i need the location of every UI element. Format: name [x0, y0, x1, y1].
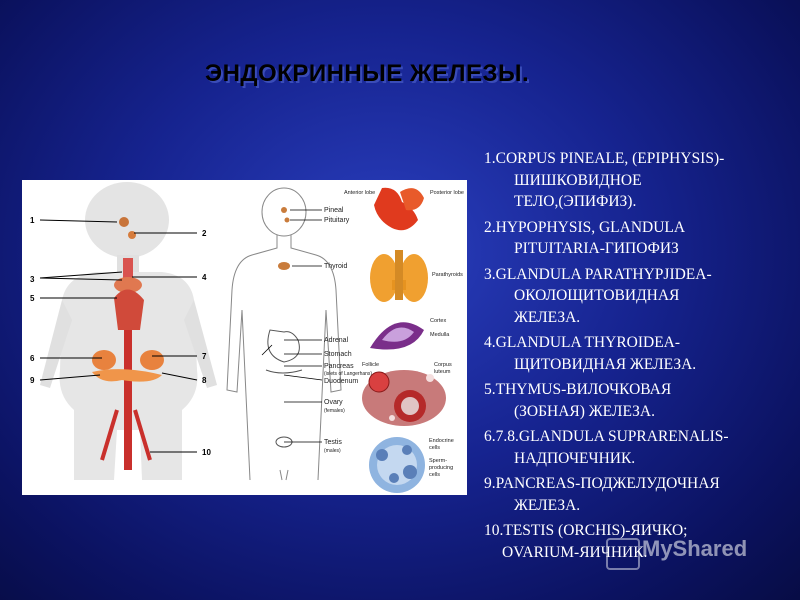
gland-list: 1.CORPUS PINEALE, (EPIPHYSIS)- ШИШКОВИДН… — [484, 148, 784, 567]
gland-item-4-line: 4.GLANDULA THYROIDEA- — [484, 334, 681, 351]
gland-item-1-cont-2: ТЕЛО,(ЭПИФИЗ). — [514, 193, 637, 210]
label-males: (males) — [324, 448, 341, 454]
label-pancreas: Pancreas — [324, 363, 354, 370]
gland-item-4-cont-1: ЩИТОВИДНАЯ ЖЕЛЕЗА. — [514, 355, 697, 373]
label-endocrine: Endocrine — [429, 438, 454, 444]
figure-number-6: 6 — [30, 354, 35, 363]
label-sperm: Sperm- — [429, 458, 447, 464]
gland-item-7-cont-1: ЖЕЛЕЗА. — [514, 496, 581, 514]
gland-item-8: 10.TESTIS (ORCHIS)-ЯИЧКО; OVARIUM-ЯИЧНИК… — [484, 520, 784, 563]
label-ovary: Ovary — [324, 399, 343, 406]
figure-number-5: 5 — [30, 294, 35, 303]
gland-item-2-cont-1: PITUITARIA-ГИПОФИЗ — [514, 240, 679, 257]
label-duodenum: Duodenum — [324, 378, 358, 385]
slide-title: ЭНДОКРИННЫЕ ЖЕЛЕЗЫ. — [205, 60, 530, 87]
label-follicle: Follicle — [362, 362, 379, 368]
gland-item-1-cont-1: ШИШКОВИДНОЕ — [514, 171, 642, 189]
label-testis: Testis — [324, 439, 342, 446]
gland-item-7: 9.PANCREAS-ПОДЖЕЛУДОЧНАЯ ЖЕЛЕЗА. — [484, 473, 784, 516]
outline-body-figure — [226, 187, 342, 481]
figure-number-9: 9 — [30, 376, 35, 385]
figure-number-10: 10 — [202, 448, 211, 457]
label-thyroid: Thyroid — [324, 263, 347, 270]
label-anterior-lobe: Anterior lobe — [344, 190, 375, 196]
gland-item-6-line: 6.7.8.GLANDULA SUPRARENALIS- — [484, 428, 729, 445]
label-islets: (islets of Langerhans) — [324, 371, 372, 377]
gland-item-3: 3.GLANDULA PARATHYPJIDEA- ОКОЛОЩИТОВИДНА… — [484, 264, 784, 329]
label-producing: producing — [429, 465, 453, 471]
gland-item-2-line: 2.HYPOPHYSIS, GLANDULA — [484, 218, 686, 236]
figure-number-2: 2 — [202, 229, 207, 238]
label-adrenal: Adrenal — [324, 337, 349, 344]
endocrine-glands-illustration: 1 2 3 4 5 6 7 8 9 10 — [22, 180, 467, 495]
gland-item-6: 6.7.8.GLANDULA SUPRARENALIS- НАДПОЧЕЧНИК… — [484, 426, 784, 469]
gland-item-3-cont-1: ОКОЛОЩИТОВИДНАЯ — [514, 287, 680, 304]
figure-number-4: 4 — [202, 273, 207, 282]
gland-item-2: 2.HYPOPHYSIS, GLANDULA PITUITARIA-ГИПОФИ… — [484, 217, 784, 260]
label-luteum: luteum — [434, 369, 451, 375]
label-corpus: Corpus — [434, 362, 452, 368]
gland-item-8-cont-1: OVARIUM-ЯИЧНИК. — [502, 543, 648, 561]
gland-item-5: 5.THYMUS-ВИЛОЧКОВАЯ (ЗОБНАЯ) ЖЕЛЕЗА. — [484, 379, 784, 422]
gland-item-5-line: 5.THYMUS-ВИЛОЧКОВАЯ — [484, 381, 672, 398]
gland-item-7-line: 9.PANCREAS-ПОДЖЕЛУДОЧНАЯ — [484, 475, 720, 492]
label-stomach: Stomach — [324, 351, 352, 358]
label-producing-cells: cells — [429, 472, 440, 478]
testis-section-image — [369, 437, 425, 493]
gland-item-4: 4.GLANDULA THYROIDEA- ЩИТОВИДНАЯ ЖЕЛЕЗА. — [484, 332, 784, 375]
child-body-figure — [40, 182, 217, 480]
figure-number-3: 3 — [30, 275, 35, 284]
gland-item-3-line: 3.GLANDULA PARATHYPJIDEA- — [484, 265, 712, 283]
gland-item-1-line: 1.CORPUS PINEALE, (EPIPHYSIS)- — [484, 150, 725, 167]
label-cortex: Cortex — [430, 318, 446, 324]
figure-number-1: 1 — [30, 216, 35, 225]
label-pineal: Pineal — [324, 207, 344, 214]
label-pituitary: Pituitary — [324, 217, 350, 224]
label-endocrine-cells: cells — [429, 445, 440, 451]
label-parathyroids: Parathyroids — [432, 272, 463, 278]
label-medulla: Medulla — [430, 332, 450, 338]
watermark-text: MyShared — [642, 536, 748, 561]
thyroid-gland-image — [370, 250, 428, 302]
figure-number-8: 8 — [202, 376, 207, 385]
gland-item-3-cont-2: ЖЕЛЕЗА. — [514, 308, 581, 326]
ovary-image — [362, 370, 446, 426]
label-females: (females) — [324, 408, 345, 414]
watermark-logo-icon — [606, 538, 640, 570]
gland-item-8-line: 10.TESTIS (ORCHIS)-ЯИЧКО; — [484, 522, 688, 539]
watermark: MyShared — [604, 536, 747, 562]
label-posterior-lobe: Posterior lobe — [430, 190, 464, 196]
pituitary-gland-image — [374, 187, 424, 231]
gland-item-5-cont-1: (ЗОБНАЯ) ЖЕЛЕЗА. — [514, 402, 655, 420]
gland-item-1: 1.CORPUS PINEALE, (EPIPHYSIS)- ШИШКОВИДН… — [484, 148, 784, 213]
figure-number-7: 7 — [202, 352, 207, 361]
adrenal-gland-image — [370, 322, 424, 350]
gland-item-6-cont-1: НАДПОЧЕЧНИК. — [514, 449, 636, 467]
